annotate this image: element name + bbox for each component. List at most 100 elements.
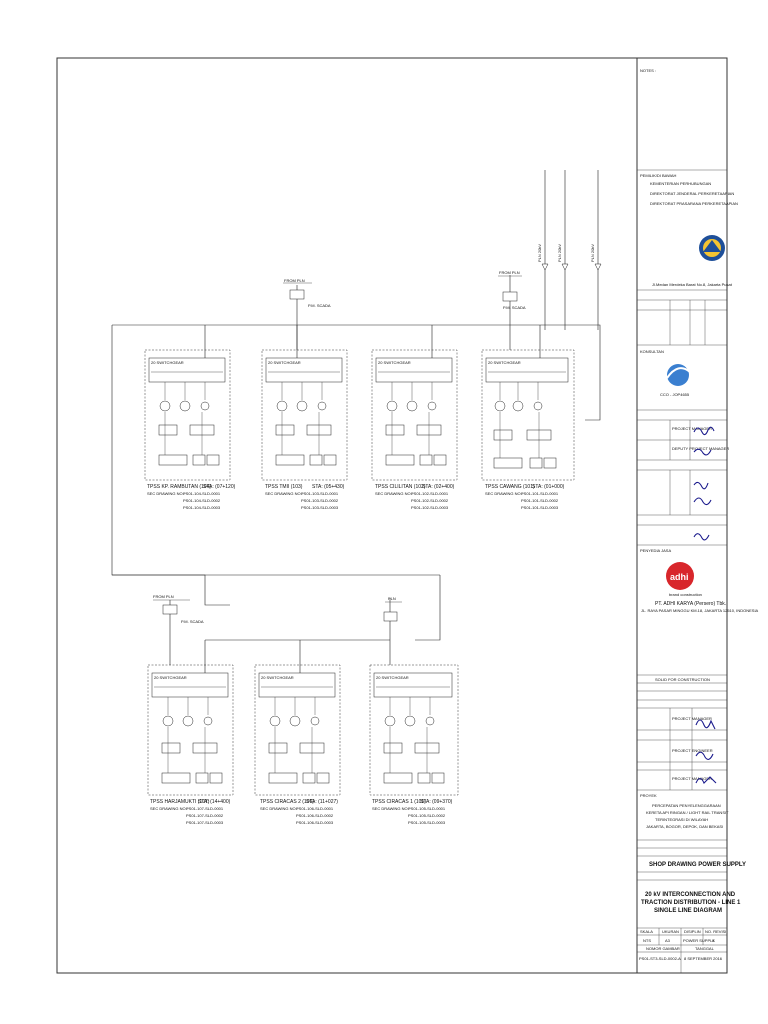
svg-text:PS01-101-SLD-0001: PS01-101-SLD-0001 bbox=[521, 491, 559, 496]
svg-text:STA: (11+027): STA: (11+027) bbox=[306, 799, 338, 805]
substation-101: 20 SWITCHGEAR bbox=[481, 349, 575, 481]
source-label-2: FROM PLN bbox=[499, 270, 520, 275]
drawing-date: 8 SEPTEMBER 2016 bbox=[684, 956, 723, 961]
svg-text:TPSS CILILITAN (102): TPSS CILILITAN (102) bbox=[375, 484, 426, 490]
project-header: PROYEK bbox=[640, 793, 657, 798]
svg-text:STA: (05+430): STA: (05+430) bbox=[312, 484, 345, 490]
svg-text:P.M. SCADA: P.M. SCADA bbox=[308, 303, 331, 308]
svg-text:TPSS CAWANG (101): TPSS CAWANG (101) bbox=[485, 484, 535, 490]
drawing-title-line-1: 20 kV INTERCONNECTION AND bbox=[645, 892, 736, 898]
caption-103: TPSS TMII (103) STA: (05+430) SEC DRAWIN… bbox=[265, 484, 345, 510]
svg-text:20 SWITCHGEAR: 20 SWITCHGEAR bbox=[154, 675, 187, 680]
svg-text:DIREKTORAT JENDERAL PERKERETAA: DIREKTORAT JENDERAL PERKERETAAPIAN bbox=[650, 191, 734, 196]
svg-text:PS01-105-SLD-0001: PS01-105-SLD-0001 bbox=[408, 806, 446, 811]
svg-text:STA: (02+400): STA: (02+400) bbox=[422, 484, 455, 490]
svg-text:PS01-104-SLD-0002: PS01-104-SLD-0002 bbox=[183, 498, 221, 503]
svg-text:PS01-102-SLD-0001: PS01-102-SLD-0001 bbox=[411, 491, 449, 496]
svg-text:PS01-105-SLD-0002: PS01-105-SLD-0002 bbox=[408, 813, 446, 818]
svg-text:PS01-103-SLD-0001: PS01-103-SLD-0001 bbox=[301, 491, 339, 496]
svg-text:TERINTEGRASI DI WILAYAH: TERINTEGRASI DI WILAYAH bbox=[655, 817, 708, 822]
svg-text:SEC DRAWING NO.:: SEC DRAWING NO.: bbox=[372, 806, 410, 811]
svg-text:20 SWITCHGEAR: 20 SWITCHGEAR bbox=[488, 360, 521, 365]
substation-105: 20 SWITCHGEAR bbox=[369, 664, 459, 796]
svg-text:PS01-104-SLD-0003: PS01-104-SLD-0003 bbox=[183, 505, 221, 510]
svg-text:adhi: adhi bbox=[670, 572, 689, 582]
substation-107: 20 SWITCHGEAR bbox=[147, 664, 234, 796]
source-block-1: FROM PLN P.M. SCADA bbox=[283, 278, 331, 350]
substation-103: 20 SWITCHGEAR bbox=[261, 349, 348, 481]
svg-text:PROJECT MANAGER: PROJECT MANAGER bbox=[672, 426, 712, 431]
svg-text:UKURAN: UKURAN bbox=[662, 929, 679, 934]
drawing-title-line-3: SINGLE LINE DIAGRAM bbox=[654, 908, 722, 914]
feeder-label-1: PLN 20kV bbox=[537, 244, 542, 262]
svg-text:PS01-107-SLD-0002: PS01-107-SLD-0002 bbox=[186, 813, 224, 818]
svg-text:KEMENTERIAN PERHUBUNGAN: KEMENTERIAN PERHUBUNGAN bbox=[650, 181, 711, 186]
source-label-3: FROM PLN bbox=[153, 594, 174, 599]
svg-text:SKALA: SKALA bbox=[640, 929, 653, 934]
svg-text:20 SWITCHGEAR: 20 SWITCHGEAR bbox=[268, 360, 301, 365]
svg-text:SEC DRAWING NO.:: SEC DRAWING NO.: bbox=[265, 491, 303, 496]
svg-text:STA: (01+000): STA: (01+000) bbox=[532, 484, 565, 490]
svg-text:Jl.Medan Merdeka Barat No.8, J: Jl.Medan Merdeka Barat No.8, Jakarta Pus… bbox=[652, 282, 733, 287]
source-block-4: PLN bbox=[383, 596, 402, 665]
svg-text:PS01-106-SLD-0001: PS01-106-SLD-0001 bbox=[296, 806, 334, 811]
svg-text:A: A bbox=[712, 938, 715, 943]
drawing-title-line-2: TRACTION DISTRIBUTION - LINE 1 bbox=[641, 900, 741, 906]
svg-text:P.M. SCADA: P.M. SCADA bbox=[181, 619, 204, 624]
caption-102: TPSS CILILITAN (102) STA: (02+400) SEC D… bbox=[375, 484, 455, 510]
pln-feeders: PLN 20kV PLN 20kV PLN 20kV bbox=[537, 170, 602, 330]
svg-text:PS01-103-SLD-0003: PS01-103-SLD-0003 bbox=[301, 505, 339, 510]
adhi-logo-icon: adhi bbox=[666, 562, 694, 590]
svg-text:NTS: NTS bbox=[643, 938, 651, 943]
svg-text:PS01-102-SLD-0003: PS01-102-SLD-0003 bbox=[411, 505, 449, 510]
svg-text:CCO - JOP4655: CCO - JOP4655 bbox=[660, 392, 690, 397]
svg-text:TPSS CIRACAS 1 (105): TPSS CIRACAS 1 (105) bbox=[372, 799, 426, 805]
svg-text:PS01-101-SLD-0002: PS01-101-SLD-0002 bbox=[521, 498, 559, 503]
svg-text:PROJECT MANAGER: PROJECT MANAGER bbox=[672, 776, 712, 781]
svg-text:PROJECT MANAGER: PROJECT MANAGER bbox=[672, 716, 712, 721]
ministry-seal-icon bbox=[699, 235, 725, 261]
svg-text:SEC DRAWING NO.:: SEC DRAWING NO.: bbox=[485, 491, 523, 496]
consultant-logo-icon bbox=[666, 364, 691, 386]
svg-text:PS01-103-SLD-0002: PS01-103-SLD-0002 bbox=[301, 498, 339, 503]
svg-text:KERETA API RINGAN / LIGHT RAIL: KERETA API RINGAN / LIGHT RAIL TRANSIT bbox=[646, 810, 729, 815]
svg-text:TPSS CIRACAS 2 (106): TPSS CIRACAS 2 (106) bbox=[260, 799, 314, 805]
svg-text:SEC DRAWING NO.:: SEC DRAWING NO.: bbox=[147, 491, 185, 496]
source-block-3: FROM PLN P.M. SCADA bbox=[153, 594, 204, 665]
svg-text:DEPUTY PROJECT MANAGER: DEPUTY PROJECT MANAGER bbox=[672, 446, 729, 451]
drawing-frame bbox=[56, 57, 728, 974]
svg-text:PS01-105-SLD-0003: PS01-105-SLD-0003 bbox=[408, 820, 446, 825]
svg-text:STA: (09+370): STA: (09+370) bbox=[420, 799, 453, 805]
caption-101: TPSS CAWANG (101) STA: (01+000) SEC DRAW… bbox=[485, 484, 565, 510]
svg-text:STA: (07+120): STA: (07+120) bbox=[203, 484, 236, 490]
svg-text:PS01-104-SLD-0001: PS01-104-SLD-0001 bbox=[183, 491, 221, 496]
svg-text:DISIPLIN: DISIPLIN bbox=[684, 929, 701, 934]
caption-104: TPSS KP. RAMBUTAN (104) STA: (07+120) SE… bbox=[147, 484, 236, 510]
drawing-number: PS01-ST3-SLD-0002-A bbox=[639, 956, 681, 961]
svg-text:STA: (14+400): STA: (14+400) bbox=[198, 799, 231, 805]
svg-text:brand construction: brand construction bbox=[669, 592, 702, 597]
svg-text:P.M. SCADA: P.M. SCADA bbox=[503, 305, 526, 310]
feeder-label-2: PLN 20kV bbox=[557, 244, 562, 262]
caption-106: TPSS CIRACAS 2 (106) STA: (11+027) SEC D… bbox=[260, 799, 338, 825]
diagram-area: PLN 20kV PLN 20kV PLN 20kV FROM PLN P.M.… bbox=[111, 170, 602, 825]
drawing-category: SHOP DRAWING POWER SUPPLY bbox=[649, 862, 746, 868]
svg-text:TPSS KP. RAMBUTAN (104): TPSS KP. RAMBUTAN (104) bbox=[147, 484, 211, 490]
svg-text:20 SWITCHGEAR: 20 SWITCHGEAR bbox=[261, 675, 294, 680]
svg-text:PROJECT ENGINEER: PROJECT ENGINEER bbox=[672, 748, 713, 753]
svg-text:SEC DRAWING NO.:: SEC DRAWING NO.: bbox=[150, 806, 188, 811]
contractor-header: PENYEDIA JASA bbox=[640, 548, 671, 553]
substation-104: 20 SWITCHGEAR bbox=[144, 349, 231, 481]
svg-text:PLN: PLN bbox=[388, 596, 396, 601]
svg-text:NOMOR GAMBAR: NOMOR GAMBAR bbox=[646, 946, 680, 951]
svg-text:PS01-101-SLD-0003: PS01-101-SLD-0003 bbox=[521, 505, 559, 510]
svg-text:JL. RAYA PASAR MINGGU KM.18, J: JL. RAYA PASAR MINGGU KM.18, JAKARTA 125… bbox=[641, 608, 759, 613]
svg-text:SEC DRAWING NO.:: SEC DRAWING NO.: bbox=[375, 491, 413, 496]
substation-106: 20 SWITCHGEAR bbox=[254, 664, 341, 796]
owner-header: PEMILIK/DI BAWAH bbox=[640, 173, 676, 178]
feeder-label-3: PLN 20kV bbox=[590, 244, 595, 262]
svg-text:20 SWITCHGEAR: 20 SWITCHGEAR bbox=[376, 675, 409, 680]
svg-text:TPSS HARJAMUKTI (107): TPSS HARJAMUKTI (107) bbox=[150, 799, 210, 805]
svg-text:PERCEPATAN PENYELENGGARAAN: PERCEPATAN PENYELENGGARAAN bbox=[652, 803, 721, 808]
